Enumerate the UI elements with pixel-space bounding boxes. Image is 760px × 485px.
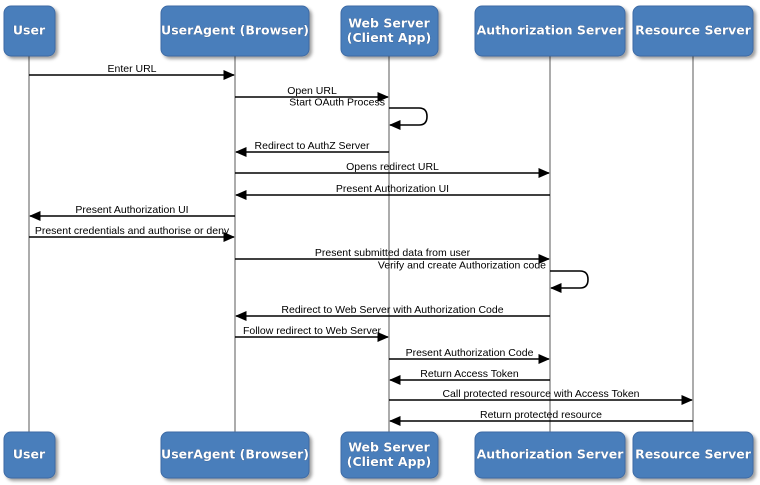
actor-box-rect-webserver bbox=[340, 431, 439, 479]
message-label: Present Authorization UI bbox=[75, 204, 188, 216]
actor-label-resourceserver: Resource Server bbox=[635, 23, 752, 38]
actor-box-useragent-bottom[interactable]: UserAgent (Browser) bbox=[160, 431, 310, 479]
message-label: Redirect to Web Server with Authorizatio… bbox=[281, 304, 503, 316]
message-label: Present credentials and authorise or den… bbox=[35, 225, 230, 237]
actor-box-rect-useragent bbox=[160, 5, 310, 57]
actor-label-webserver: (Client App) bbox=[347, 30, 431, 45]
actor-box-rect-useragent bbox=[160, 431, 310, 479]
self-message-line bbox=[550, 270, 589, 294]
message-m1[interactable]: Enter URL bbox=[29, 63, 235, 81]
message-label: Follow redirect to Web Server bbox=[243, 325, 382, 337]
actor-box-webserver-top[interactable]: Web Server(Client App) bbox=[340, 5, 439, 57]
actor-box-user-top[interactable]: User bbox=[3, 5, 56, 57]
message-label: Present submitted data from user bbox=[315, 247, 471, 259]
message-m11[interactable]: Redirect to Web Server with Authorizatio… bbox=[235, 304, 550, 322]
actor-box-rect-resourceserver bbox=[632, 431, 754, 479]
message-label: Redirect to AuthZ Server bbox=[255, 140, 370, 152]
actor-boxes-bottom: User UserAgent (Browser) Web Server(Client… bbox=[3, 431, 754, 479]
actor-label-useragent: UserAgent (Browser) bbox=[161, 23, 309, 38]
actor-box-rect-authserver bbox=[474, 5, 626, 57]
message-m9[interactable]: Present submitted data from user bbox=[235, 247, 550, 265]
message-m5[interactable]: Opens redirect URL bbox=[235, 161, 550, 179]
actor-box-resourceserver-top[interactable]: Resource Server bbox=[632, 5, 754, 57]
actor-box-rect-resourceserver bbox=[632, 5, 754, 57]
actor-box-rect-webserver bbox=[340, 5, 439, 57]
message-label: Return Access Token bbox=[420, 368, 519, 380]
message-m3[interactable]: Start OAuth Process bbox=[289, 97, 428, 131]
actor-label-authserver: Authorization Server bbox=[477, 447, 625, 462]
message-m7[interactable]: Present Authorization UI bbox=[29, 204, 235, 222]
actor-label-useragent: UserAgent (Browser) bbox=[161, 447, 309, 462]
actor-box-useragent-top[interactable]: UserAgent (Browser) bbox=[160, 5, 310, 57]
message-m15[interactable]: Call protected resource with Access Toke… bbox=[389, 388, 693, 406]
actor-label-webserver: (Client App) bbox=[347, 454, 431, 469]
message-label: Present Authorization UI bbox=[336, 183, 449, 195]
message-label: Present Authorization Code bbox=[406, 347, 534, 359]
actor-box-resourceserver-bottom[interactable]: Resource Server bbox=[632, 431, 754, 479]
message-label: Enter URL bbox=[107, 63, 156, 75]
actor-box-webserver-bottom[interactable]: Web Server(Client App) bbox=[340, 431, 439, 479]
actor-label-authserver: Authorization Server bbox=[477, 23, 625, 38]
actor-label-user: User bbox=[13, 23, 46, 38]
message-m2[interactable]: Open URL bbox=[235, 85, 389, 103]
self-message-line bbox=[389, 107, 428, 131]
message-m8[interactable]: Present credentials and authorise or den… bbox=[29, 225, 235, 243]
actor-box-rect-user bbox=[3, 5, 56, 57]
message-label: Start OAuth Process bbox=[289, 97, 385, 109]
message-label: Return protected resource bbox=[480, 409, 602, 421]
message-m6[interactable]: Present Authorization UI bbox=[235, 183, 550, 201]
actor-label-resourceserver: Resource Server bbox=[635, 447, 752, 462]
actor-box-rect-user bbox=[3, 431, 56, 479]
actor-box-user-bottom[interactable]: User bbox=[3, 431, 56, 479]
message-m13[interactable]: Present Authorization Code bbox=[389, 347, 550, 365]
actor-boxes-top: User UserAgent (Browser) Web Server(Client… bbox=[3, 5, 754, 57]
message-m16[interactable]: Return protected resource bbox=[389, 409, 693, 427]
message-m12[interactable]: Follow redirect to Web Server bbox=[235, 325, 389, 343]
message-m14[interactable]: Return Access Token bbox=[389, 368, 550, 386]
actor-box-rect-authserver bbox=[474, 431, 626, 479]
message-label: Open URL bbox=[287, 85, 337, 97]
message-m10[interactable]: Verify and create Authorization code bbox=[378, 260, 589, 294]
actor-label-user: User bbox=[13, 447, 46, 462]
lifelines-group bbox=[28, 56, 694, 434]
message-label: Call protected resource with Access Toke… bbox=[442, 388, 639, 400]
message-label: Verify and create Authorization code bbox=[378, 260, 546, 272]
actor-label-webserver: Web Server bbox=[348, 15, 430, 30]
actor-box-authserver-bottom[interactable]: Authorization Server bbox=[474, 431, 626, 479]
actor-box-authserver-top[interactable]: Authorization Server bbox=[474, 5, 626, 57]
message-m4[interactable]: Redirect to AuthZ Server bbox=[235, 140, 389, 158]
message-label: Opens redirect URL bbox=[346, 161, 439, 173]
actor-label-webserver: Web Server bbox=[348, 439, 430, 454]
